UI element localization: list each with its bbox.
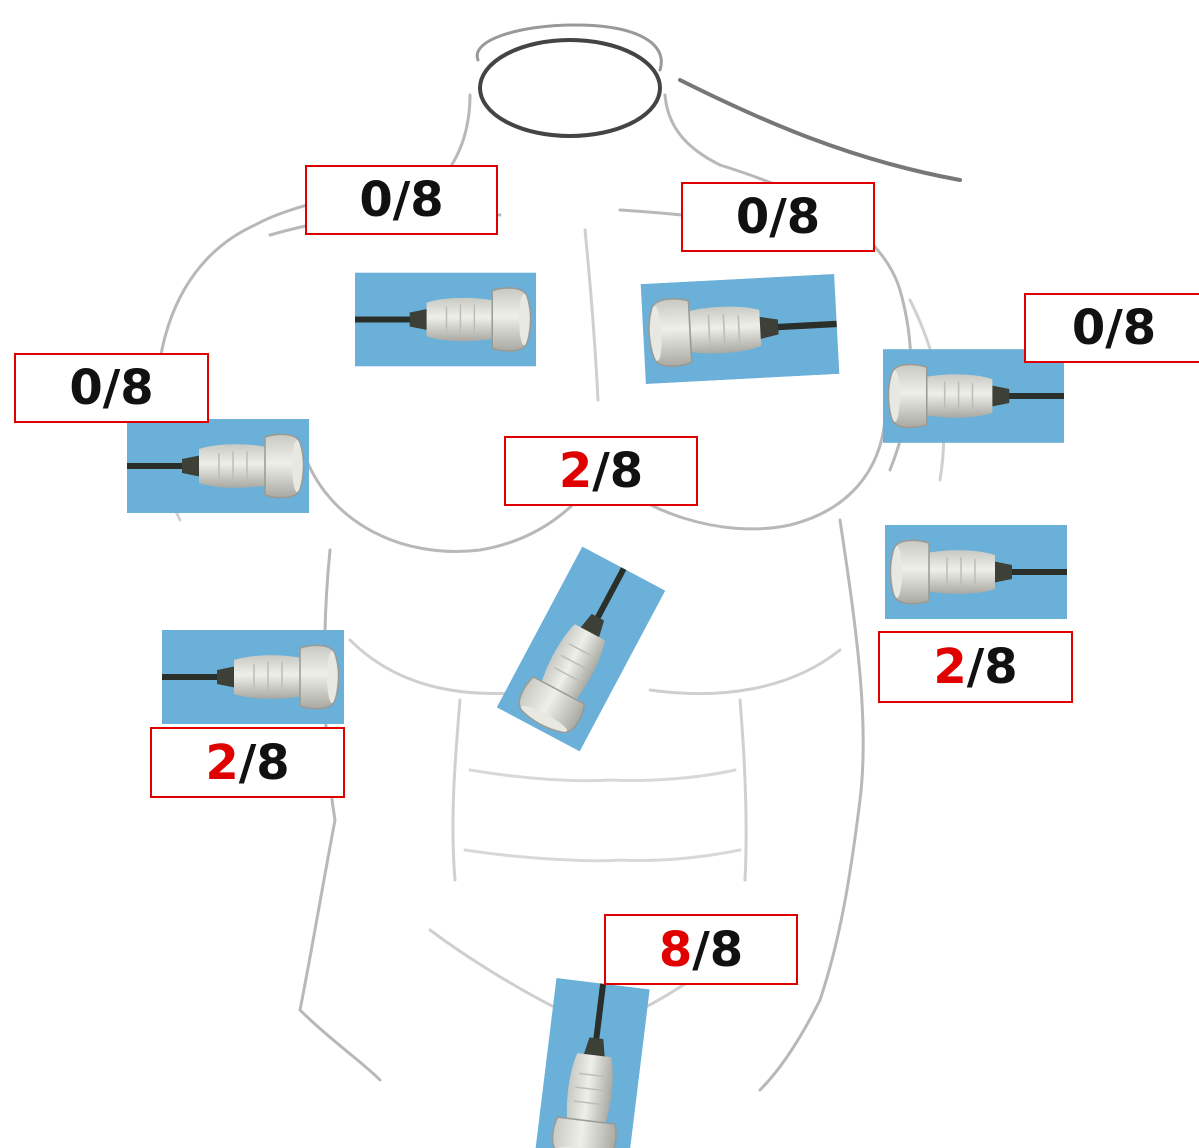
score-denominator: /8 (692, 926, 743, 974)
score-numerator: 2 (205, 739, 238, 787)
score-denominator: /8 (967, 643, 1018, 691)
score-numerator: 0 (736, 193, 769, 241)
score-subxiphoid: 2/8 (504, 436, 698, 506)
score-numerator: 0 (1072, 304, 1105, 352)
score-numerator: 2 (933, 643, 966, 691)
ultrasound-probe-icon (883, 349, 1064, 443)
score-numerator: 8 (659, 926, 692, 974)
score-numerator: 0 (359, 176, 392, 224)
score-numerator: 0 (69, 364, 102, 412)
score-denominator: /8 (592, 447, 643, 495)
ultrasound-probe-icon (355, 272, 536, 367)
score-denominator: /8 (769, 193, 820, 241)
ultrasound-probe-icon (127, 419, 309, 513)
score-left-lateral-upper: 0/8 (1024, 293, 1199, 363)
score-upper-right-chest: 0/8 (305, 165, 498, 235)
score-numerator: 2 (559, 447, 592, 495)
score-denominator: /8 (393, 176, 444, 224)
score-suprapubic: 8/8 (604, 914, 798, 985)
score-right-lateral-lower: 2/8 (150, 727, 345, 798)
score-denominator: /8 (1105, 304, 1156, 352)
score-right-lateral-upper: 0/8 (14, 353, 209, 423)
ultrasound-probe-icon (635, 274, 846, 385)
ultrasound-probe-icon (162, 630, 344, 724)
score-left-lateral-lower: 2/8 (878, 631, 1073, 703)
score-denominator: /8 (239, 739, 290, 787)
ultrasound-probe-icon (885, 524, 1067, 620)
score-upper-left-chest: 0/8 (681, 182, 875, 252)
score-denominator: /8 (103, 364, 154, 412)
